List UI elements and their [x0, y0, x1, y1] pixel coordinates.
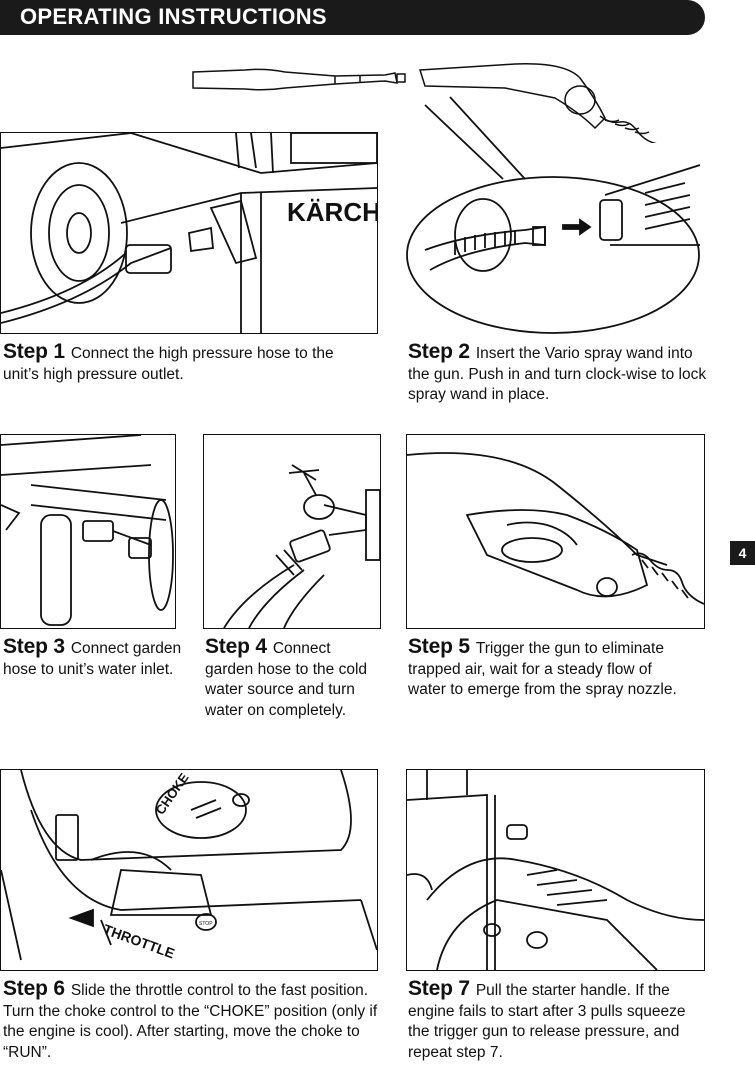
step-4-label: Step 4: [205, 635, 267, 658]
brand-label: KÄRCHER: [287, 197, 377, 227]
section-title: OPERATING INSTRUCTIONS: [20, 4, 327, 29]
throttle-label: THROTTLE: [101, 921, 177, 962]
wand-insert-detail: [405, 75, 701, 335]
stop-label: STOP: [199, 921, 213, 927]
step-6-text: Slide the throttle control to the fast p…: [3, 982, 378, 1061]
step6-throttle-choke-illustration: CHOKE THROTTLE STOP: [0, 769, 378, 971]
step5-trigger-gun-illustration: [406, 434, 705, 629]
step-5-text: Trigger the gun to eliminate trapped air…: [408, 640, 677, 698]
step-7-text: Pull the starter handle. If the engine f…: [408, 982, 686, 1061]
step-2-label: Step 2: [408, 340, 470, 363]
step3-water-inlet-illustration: [0, 434, 176, 629]
choke-label: CHOKE: [152, 770, 191, 817]
step-3-label: Step 3: [3, 635, 65, 658]
section-header: OPERATING INSTRUCTIONS: [0, 0, 705, 35]
step-5-label: Step 5: [408, 635, 470, 658]
step-6-label: Step 6: [3, 977, 65, 1000]
wand-and-gun-illustration: [185, 58, 690, 145]
step-3-text: Connect garden hose to unit’s water inle…: [3, 640, 182, 678]
step-1-label: Step 1: [3, 340, 65, 363]
page-number-tab: 4: [730, 541, 755, 565]
step-7-label: Step 7: [408, 977, 470, 1000]
step-4-text: Connect garden hose to the cold water so…: [205, 640, 368, 719]
step4-water-tap-illustration: [203, 434, 381, 629]
step1-hose-outlet-illustration: KÄRCHER: [0, 132, 378, 334]
step-1-text: Connect the high pressure hose to the un…: [3, 345, 334, 383]
step7-starter-handle-illustration: [406, 769, 705, 971]
step-2-text: Insert the Vario spray wand into the gun…: [408, 345, 707, 403]
